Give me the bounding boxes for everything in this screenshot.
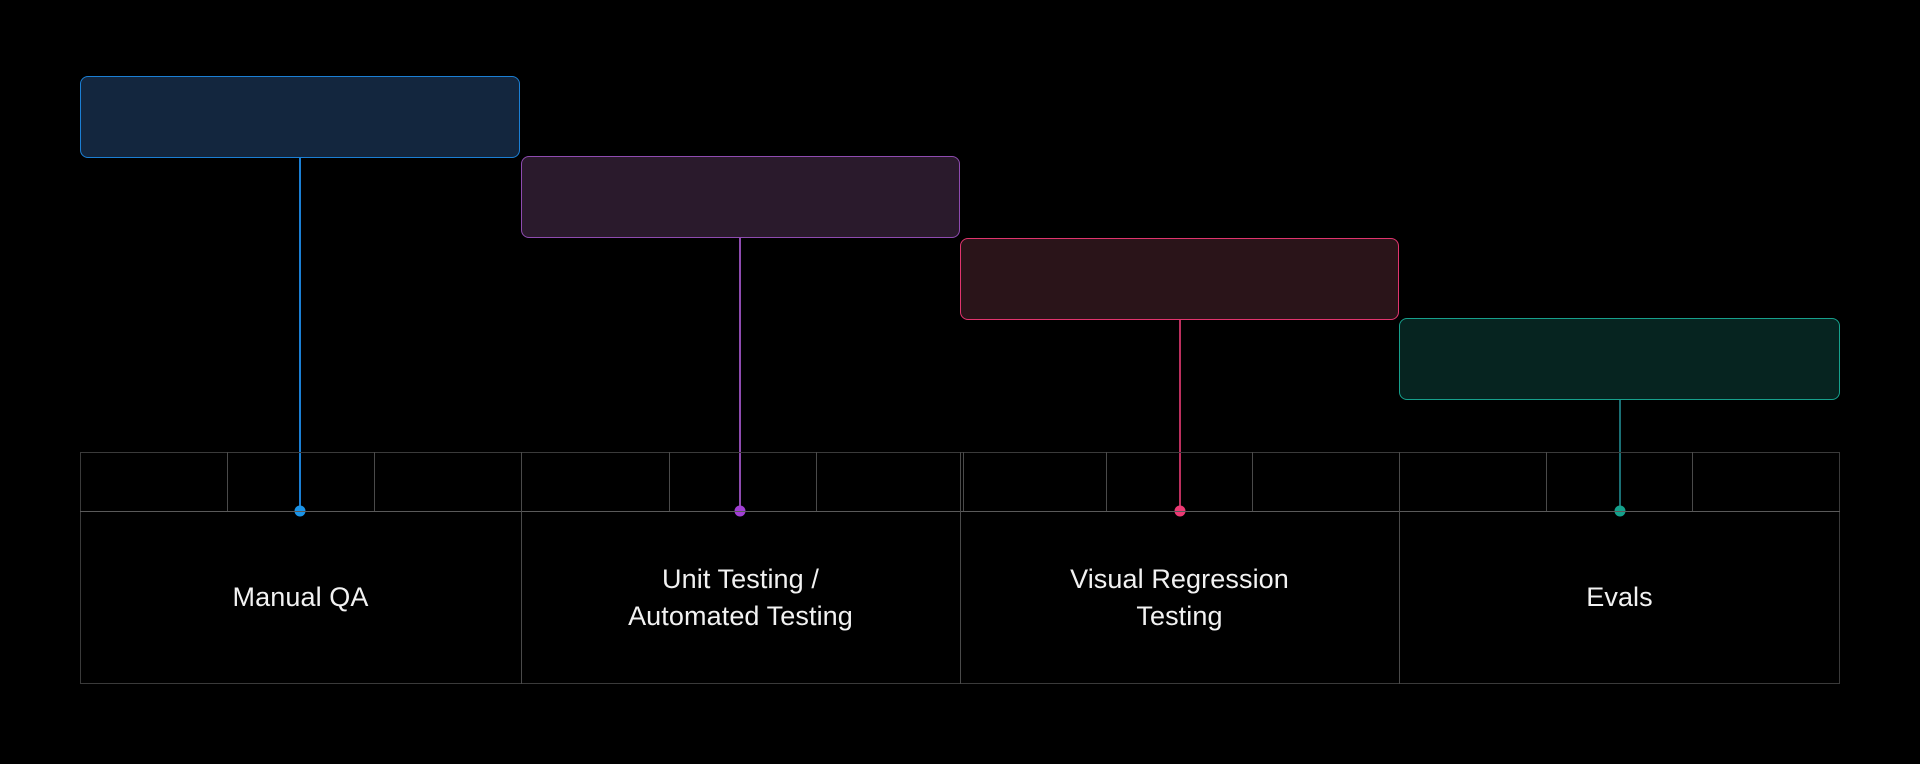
timeline-label-unit-automated-testing: Unit Testing / Automated Testing [628,564,853,631]
timeline-label-evals: Evals [1586,582,1653,613]
timeline-group-divider-2 [1399,452,1400,684]
phase-card-visual-regression-testing[interactable] [960,238,1399,320]
timeline-tick-6 [1106,452,1107,511]
timeline-tick-3 [669,452,670,511]
timeline-tick-5 [963,452,964,511]
timeline-tick-0 [227,452,228,511]
timeline-tick-10 [1692,452,1693,511]
connector-line-unit-automated-testing [739,238,741,511]
timeline-label-manual-qa: Manual QA [232,582,369,613]
timeline-tick-4 [816,452,817,511]
timeline-tick-9 [1546,452,1547,511]
phase-card-unit-automated-testing[interactable] [521,156,960,238]
connector-line-manual-qa [299,158,301,511]
connector-line-evals [1619,400,1621,511]
connector-line-visual-regression-testing [1179,320,1181,511]
timeline-label-visual-regression-testing: Visual Regression Testing [1070,564,1289,631]
timeline-tick-7 [1252,452,1253,511]
timeline-group-divider-0 [521,452,522,684]
timeline-group-divider-1 [960,452,961,684]
phase-card-manual-qa[interactable] [80,76,520,158]
timeline-tick-1 [374,452,375,511]
timeline-grid: Manual QA Unit Testing / Automated Testi… [80,452,1840,684]
phase-card-evals[interactable] [1399,318,1840,400]
